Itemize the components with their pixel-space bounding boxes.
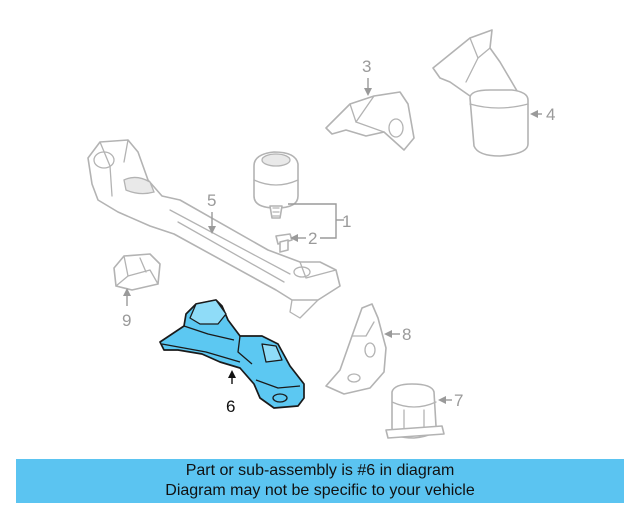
callout-1: 1	[288, 203, 351, 239]
part-3-bracket	[325, 91, 415, 151]
callout-4-label: 4	[546, 105, 555, 124]
callout-2-label: 2	[308, 229, 317, 248]
callout-8-label: 8	[402, 325, 411, 344]
part-2-bolt	[275, 233, 293, 253]
banner-line-disclaimer: Diagram may not be specific to your vehi…	[165, 482, 475, 499]
callout-6-label: 6	[226, 397, 235, 416]
part-8-bracket	[325, 303, 387, 395]
callout-3: 3	[362, 57, 372, 96]
callout-3-label: 3	[362, 57, 371, 76]
callout-6: 6	[226, 370, 236, 416]
callout-5: 5	[207, 191, 216, 234]
banner-line-part: Part or sub-assembly is #6 in diagram	[185, 462, 455, 479]
callout-9: 9	[122, 288, 131, 330]
part-6-transmission-support	[159, 299, 305, 409]
callout-7-label: 7	[454, 391, 463, 410]
callout-5-label: 5	[207, 191, 216, 210]
callout-2: 2	[290, 229, 317, 248]
info-banner: Part or sub-assembly is #6 in diagram Di…	[16, 459, 624, 503]
part-4-mount-bracket	[432, 29, 529, 157]
callout-9-label: 9	[122, 311, 131, 330]
part-9-bracket	[113, 253, 161, 291]
part-5-crossmember	[87, 139, 341, 319]
part-7-mount	[385, 383, 445, 439]
callout-4: 4	[530, 105, 555, 124]
callout-7: 7	[438, 391, 463, 410]
callout-1-label: 1	[342, 212, 351, 231]
part-1-rubber-mount	[253, 151, 299, 219]
callout-8: 8	[384, 325, 411, 344]
